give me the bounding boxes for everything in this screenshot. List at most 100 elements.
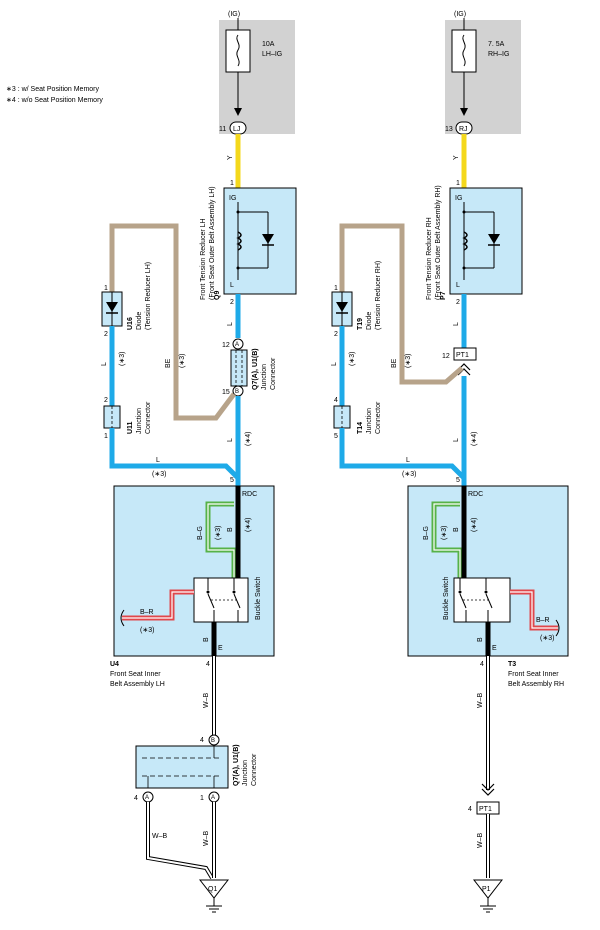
p7-l-label: L: [456, 282, 460, 289]
t3-name-1: Front Seat Inner: [508, 671, 559, 678]
wire-b-label-rh: B: [453, 527, 460, 532]
p7-name-2: (Front Seat Outer Belt Assembly RH): [435, 185, 442, 300]
q9-name-1: Front Tension Reducer LH: [200, 218, 207, 300]
wire-be-label-rh: BE: [391, 358, 398, 368]
u4-rdc-label: RDC: [242, 491, 257, 498]
wire-beige-lh: [109, 223, 236, 421]
t14-name-2: Connector: [375, 401, 382, 434]
u11-name-1: Junction: [136, 408, 143, 434]
t14-pin4-number: 4: [334, 397, 338, 404]
u11-pin1-number: 1: [104, 433, 108, 440]
pt1-connector: [453, 347, 477, 361]
q9-name-2: (Front Seat Outer Belt Assembly LH): [209, 186, 216, 300]
note-3a-rh: (∗3): [349, 352, 356, 366]
q7-pin12-number: 12: [222, 342, 230, 349]
t3-e-label: E: [492, 645, 497, 652]
jc-name-1: Junction: [242, 760, 249, 786]
p7-pin-ig-number: 1: [456, 180, 460, 187]
t3-pin4-number: 4: [480, 661, 484, 668]
t14-id: T14: [357, 422, 364, 434]
wire-br-label-lh: B–R: [140, 609, 154, 616]
legend-note-4: ∗4 : w/o Seat Position Memory: [6, 97, 103, 104]
t14-pin5-number: 5: [334, 433, 338, 440]
note-4b-lh: (∗4): [245, 518, 252, 532]
note-3e-lh: (∗3): [140, 627, 154, 634]
wire-l-label-rh-4: L: [406, 457, 410, 464]
u11-id: U11: [127, 421, 134, 434]
chevron-down-icon: [481, 783, 495, 796]
diode-icon: [106, 302, 118, 312]
wire-wb-label-lh: W–B: [203, 693, 210, 709]
p7-ig-label: IG: [455, 195, 462, 202]
wire-l-label-rh-3: L: [331, 362, 338, 366]
fuse-element-icon: [236, 34, 240, 67]
wire-be-label-lh: BE: [165, 358, 172, 368]
u4-belt-assembly: [113, 485, 275, 657]
t3-name-2: Belt Assembly RH: [508, 681, 564, 688]
jc-pin-a-right-label: A: [211, 795, 215, 801]
wire-blue-rh-4: [339, 428, 466, 480]
t19-pin2-number: 2: [334, 331, 338, 338]
arrow-down-icon: [460, 108, 468, 116]
q9-l-label: L: [230, 282, 234, 289]
jc-name-2: Connector: [251, 753, 258, 786]
connector-rj-label: RJ: [459, 126, 468, 133]
wire-br-label-rh: B–R: [536, 617, 550, 624]
wire-wb2-label-lh: W–B: [152, 833, 168, 840]
ig-label-lh: (IG): [228, 11, 240, 18]
pt1b-label: PT1: [479, 806, 492, 813]
u16-name-1: Diode: [136, 312, 143, 330]
buckle-switch-rh: [453, 577, 511, 623]
jc-pin-b: [208, 734, 220, 746]
q7-pin15-number: 15: [222, 389, 230, 396]
connector-lj-label: LJ: [233, 126, 240, 133]
coil-icon: [236, 231, 242, 251]
wire-wb3-label-lh: W–B: [203, 831, 210, 847]
wire-b2-label-lh: B: [203, 637, 210, 642]
t19-name-2: (Tension Reducer RH): [375, 261, 382, 330]
note-3b-lh: (∗3): [179, 354, 186, 368]
left-circuit: (IG) 10A LH–IG LJ 11 Y 1 IG L 2 Q9 Front…: [101, 11, 297, 913]
jc-pin4a-number: 4: [134, 795, 138, 802]
u11-name-2: Connector: [145, 401, 152, 434]
wire-bg-label-rh: B–G: [423, 526, 430, 540]
t19-id: T19: [357, 318, 364, 330]
t19-pin1-number: 1: [334, 285, 338, 292]
ground-q1-label: Q1: [208, 886, 217, 893]
wire-b-label-lh: B: [227, 527, 234, 532]
fuse-name-rh: RH–IG: [488, 51, 509, 58]
wire-bg-label-lh: B–G: [197, 526, 204, 540]
note-4-lh: (∗4): [245, 432, 252, 446]
t14-name-1: Junction: [366, 408, 373, 434]
q7-pin-a-label: A: [235, 342, 239, 348]
jc-connector-body: [135, 745, 229, 789]
ground-q1: [198, 879, 230, 899]
q7-id: Q7(A), U1(B): [252, 348, 259, 390]
t19-name-1: Diode: [366, 312, 373, 330]
q9-pin-ig-number: 1: [230, 180, 234, 187]
p7-id: P7: [440, 291, 447, 300]
legend-note-3: ∗3 : w/ Seat Position Memory: [6, 86, 100, 93]
wire-l-label-rh-1: L: [453, 322, 460, 326]
u16-pin1-number: 1: [104, 285, 108, 292]
wire-l-label-rh-2: L: [453, 438, 460, 442]
wire-beige-rh: [339, 223, 464, 385]
u4-pin5-number: 5: [230, 477, 234, 484]
q7-name-1: Junction: [261, 364, 268, 390]
fuse-amp-rh: 7. 5A: [488, 41, 505, 48]
fuse-name-lh: LH–IG: [262, 51, 282, 58]
p7-pin2-number: 2: [456, 299, 460, 306]
wire-cut-icon: [120, 609, 125, 627]
u4-id: U4: [110, 661, 119, 668]
note-3c-lh: (∗3): [152, 471, 166, 478]
q9-ig-label: IG: [229, 195, 236, 202]
pt1-pin12-number: 12: [442, 353, 450, 360]
pt1-label: PT1: [456, 352, 469, 359]
pin-rj-number: 13: [445, 126, 453, 133]
jc-pin1-number: 1: [200, 795, 204, 802]
ig-label-rh: (IG): [454, 11, 466, 18]
q7-pin-b-label: B: [235, 389, 239, 395]
u4-pin4-number: 4: [206, 661, 210, 668]
diode-icon: [488, 234, 500, 244]
